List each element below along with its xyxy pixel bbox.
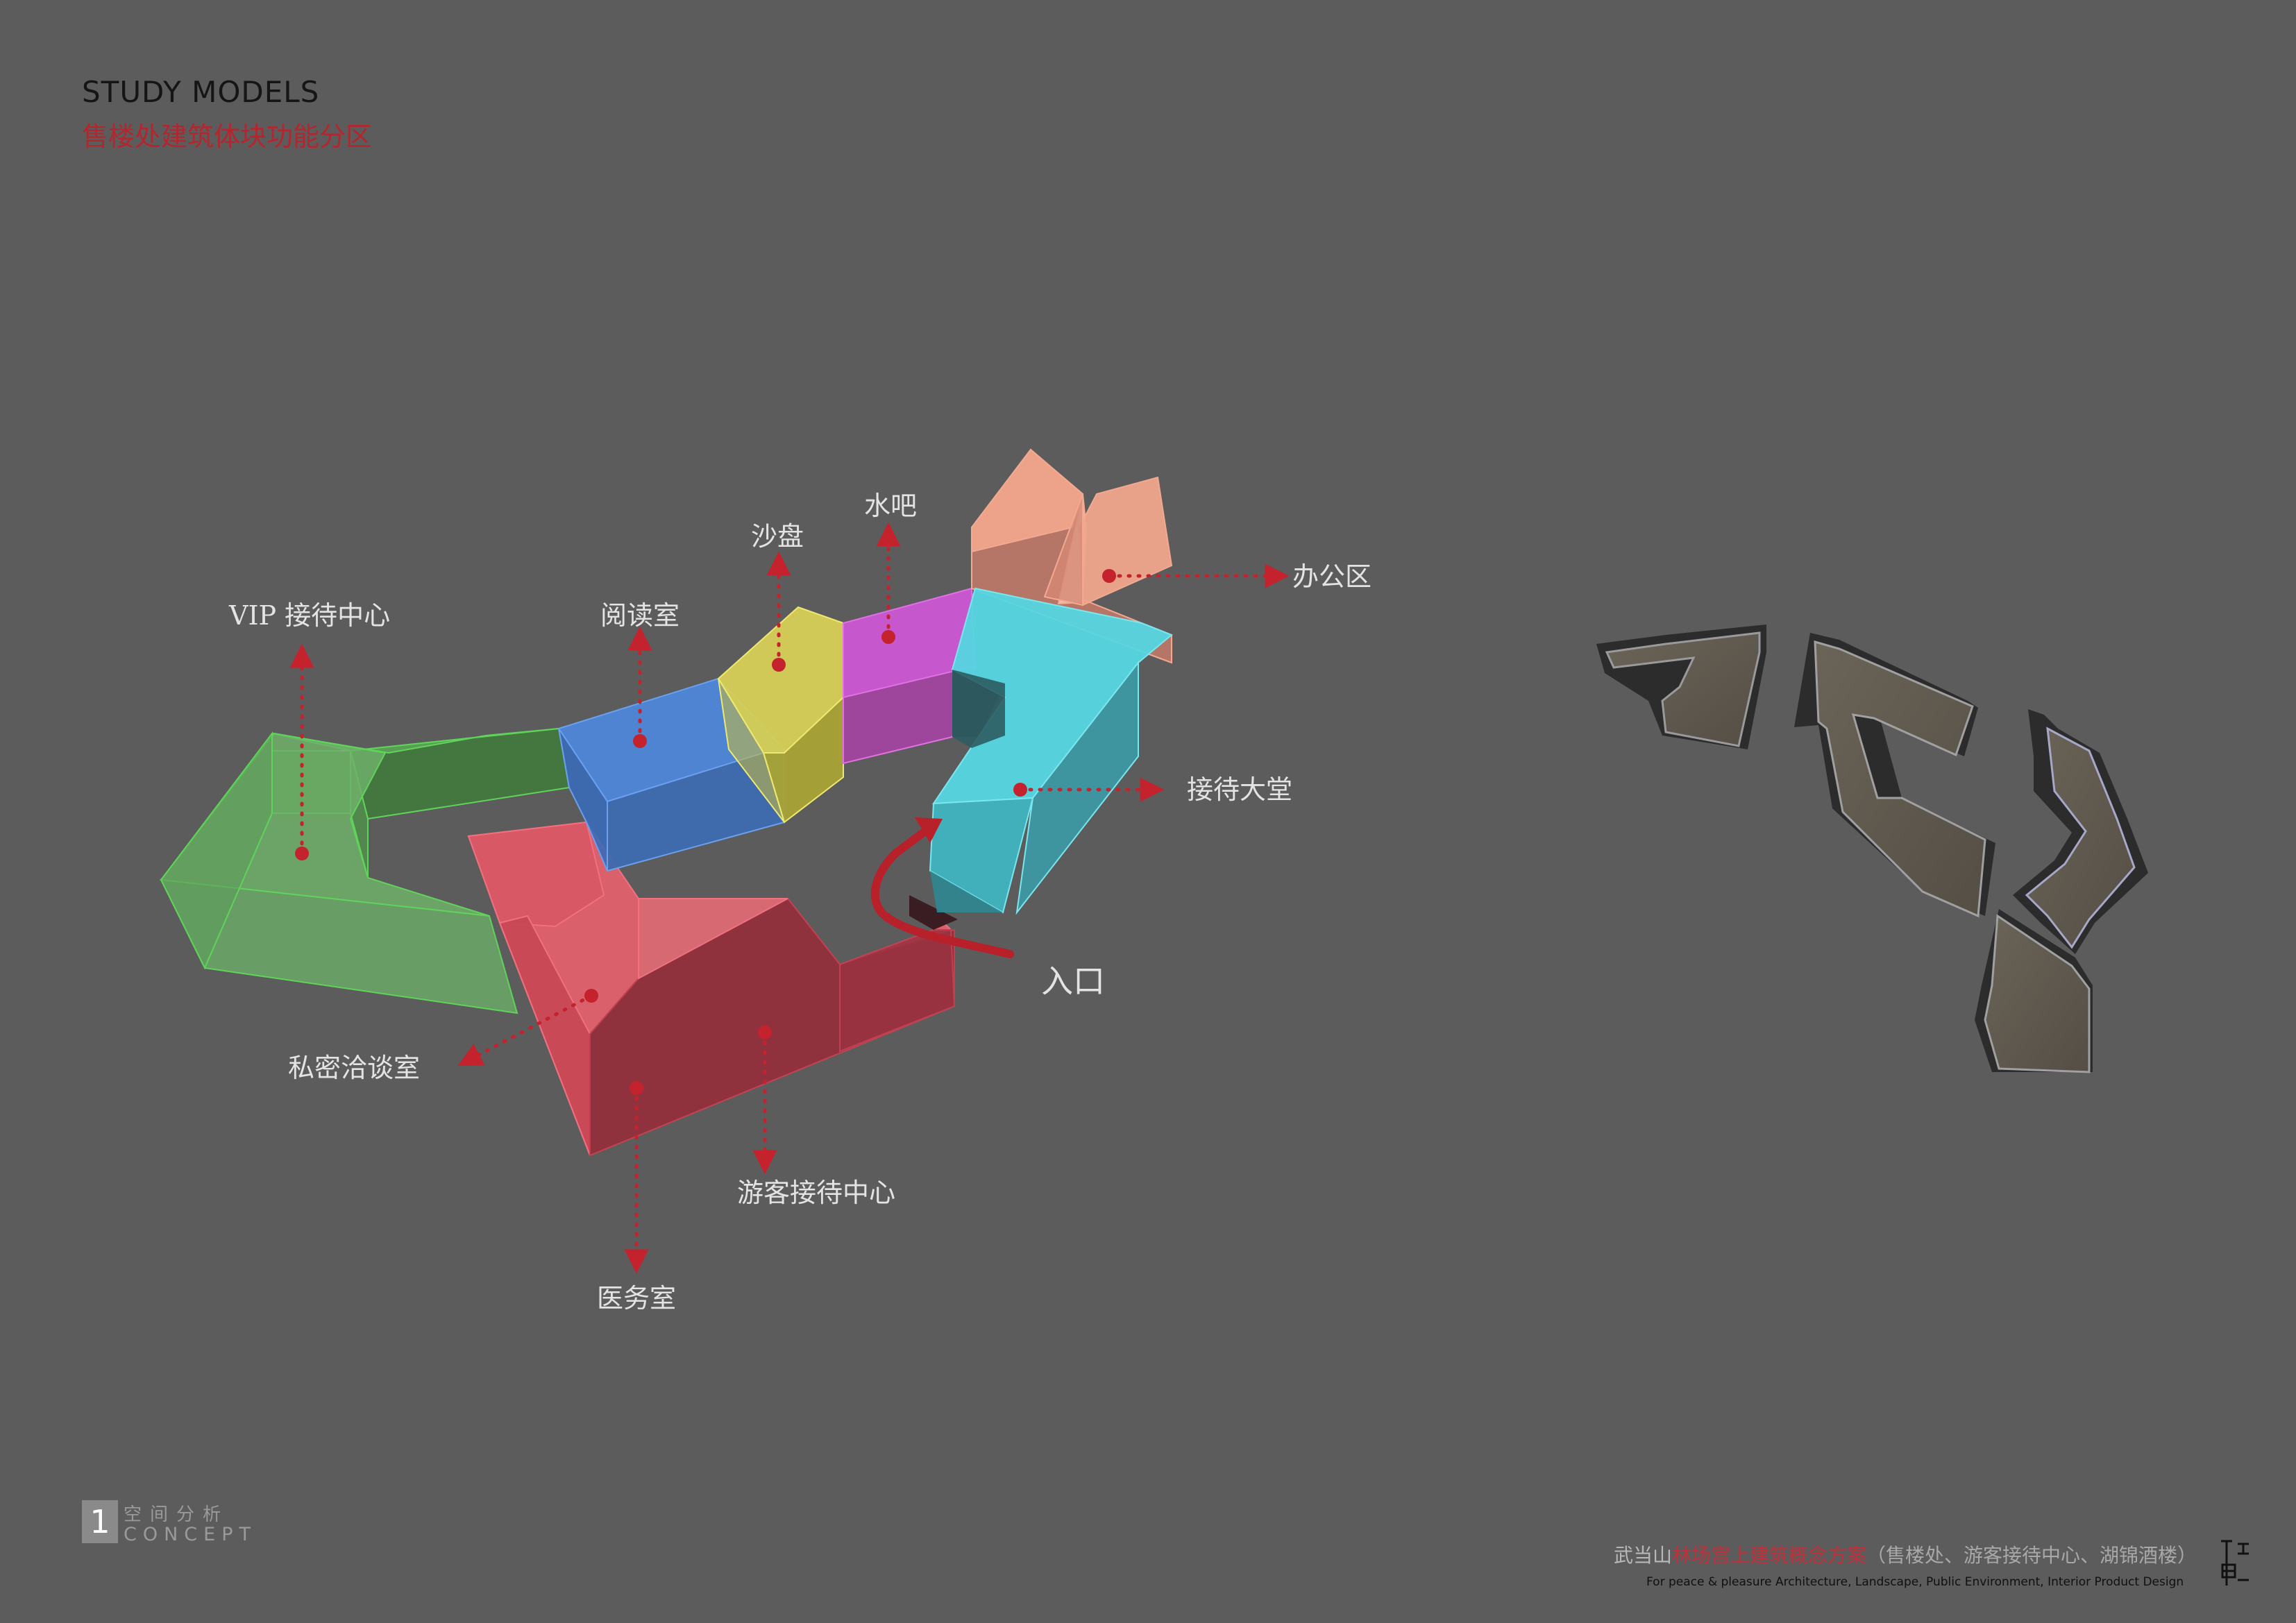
project-title-part2: 林场宫上建筑概念方案: [1672, 1544, 1867, 1567]
studio-logo-icon: [2221, 1540, 2249, 1586]
label-waterbar: 水吧: [864, 491, 918, 521]
label-office: 办公区: [1292, 561, 1372, 592]
section-title-cn: 空间分析: [124, 1504, 230, 1525]
label-reception-hall: 接待大堂: [1187, 774, 1293, 805]
label-visitor: 游客接待中心: [737, 1178, 896, 1208]
roof-plan-model: [1596, 624, 2148, 1073]
reception-hall-block: [929, 587, 1173, 915]
visitor-block: [467, 821, 958, 1157]
label-sandtable: 沙盘: [751, 521, 804, 552]
section-title-en: CONCEPT: [124, 1524, 257, 1545]
vip-block: [160, 727, 571, 1014]
reading-block: [557, 677, 786, 872]
label-private: 私密洽谈室: [288, 1053, 421, 1083]
label-reading: 阅读室: [600, 600, 680, 631]
annotation-leaders: [289, 522, 1290, 1274]
page-subtitle: 售楼处建筑体块功能分区: [82, 121, 373, 152]
page-title: STUDY MODELS: [82, 75, 320, 109]
section-number-badge: 1: [82, 1500, 118, 1543]
label-medical: 医务室: [597, 1283, 677, 1314]
project-title-part1: 武当山: [1614, 1544, 1673, 1567]
label-entrance: 入口: [1041, 962, 1105, 1000]
sandtable-block: [717, 606, 844, 824]
annotation-dots: [295, 569, 1116, 1095]
project-tagline: For peace & pleasure Architecture, Lands…: [1646, 1575, 2184, 1589]
project-title-part3: （售楼处、游客接待中心、湖锦酒楼）: [1866, 1544, 2197, 1567]
office-block: [971, 448, 1173, 664]
project-title: 武当山林场宫上建筑概念方案（售楼处、游客接待中心、湖锦酒楼）: [1614, 1540, 2197, 1568]
label-vip: VIP 接待中心: [229, 600, 391, 631]
